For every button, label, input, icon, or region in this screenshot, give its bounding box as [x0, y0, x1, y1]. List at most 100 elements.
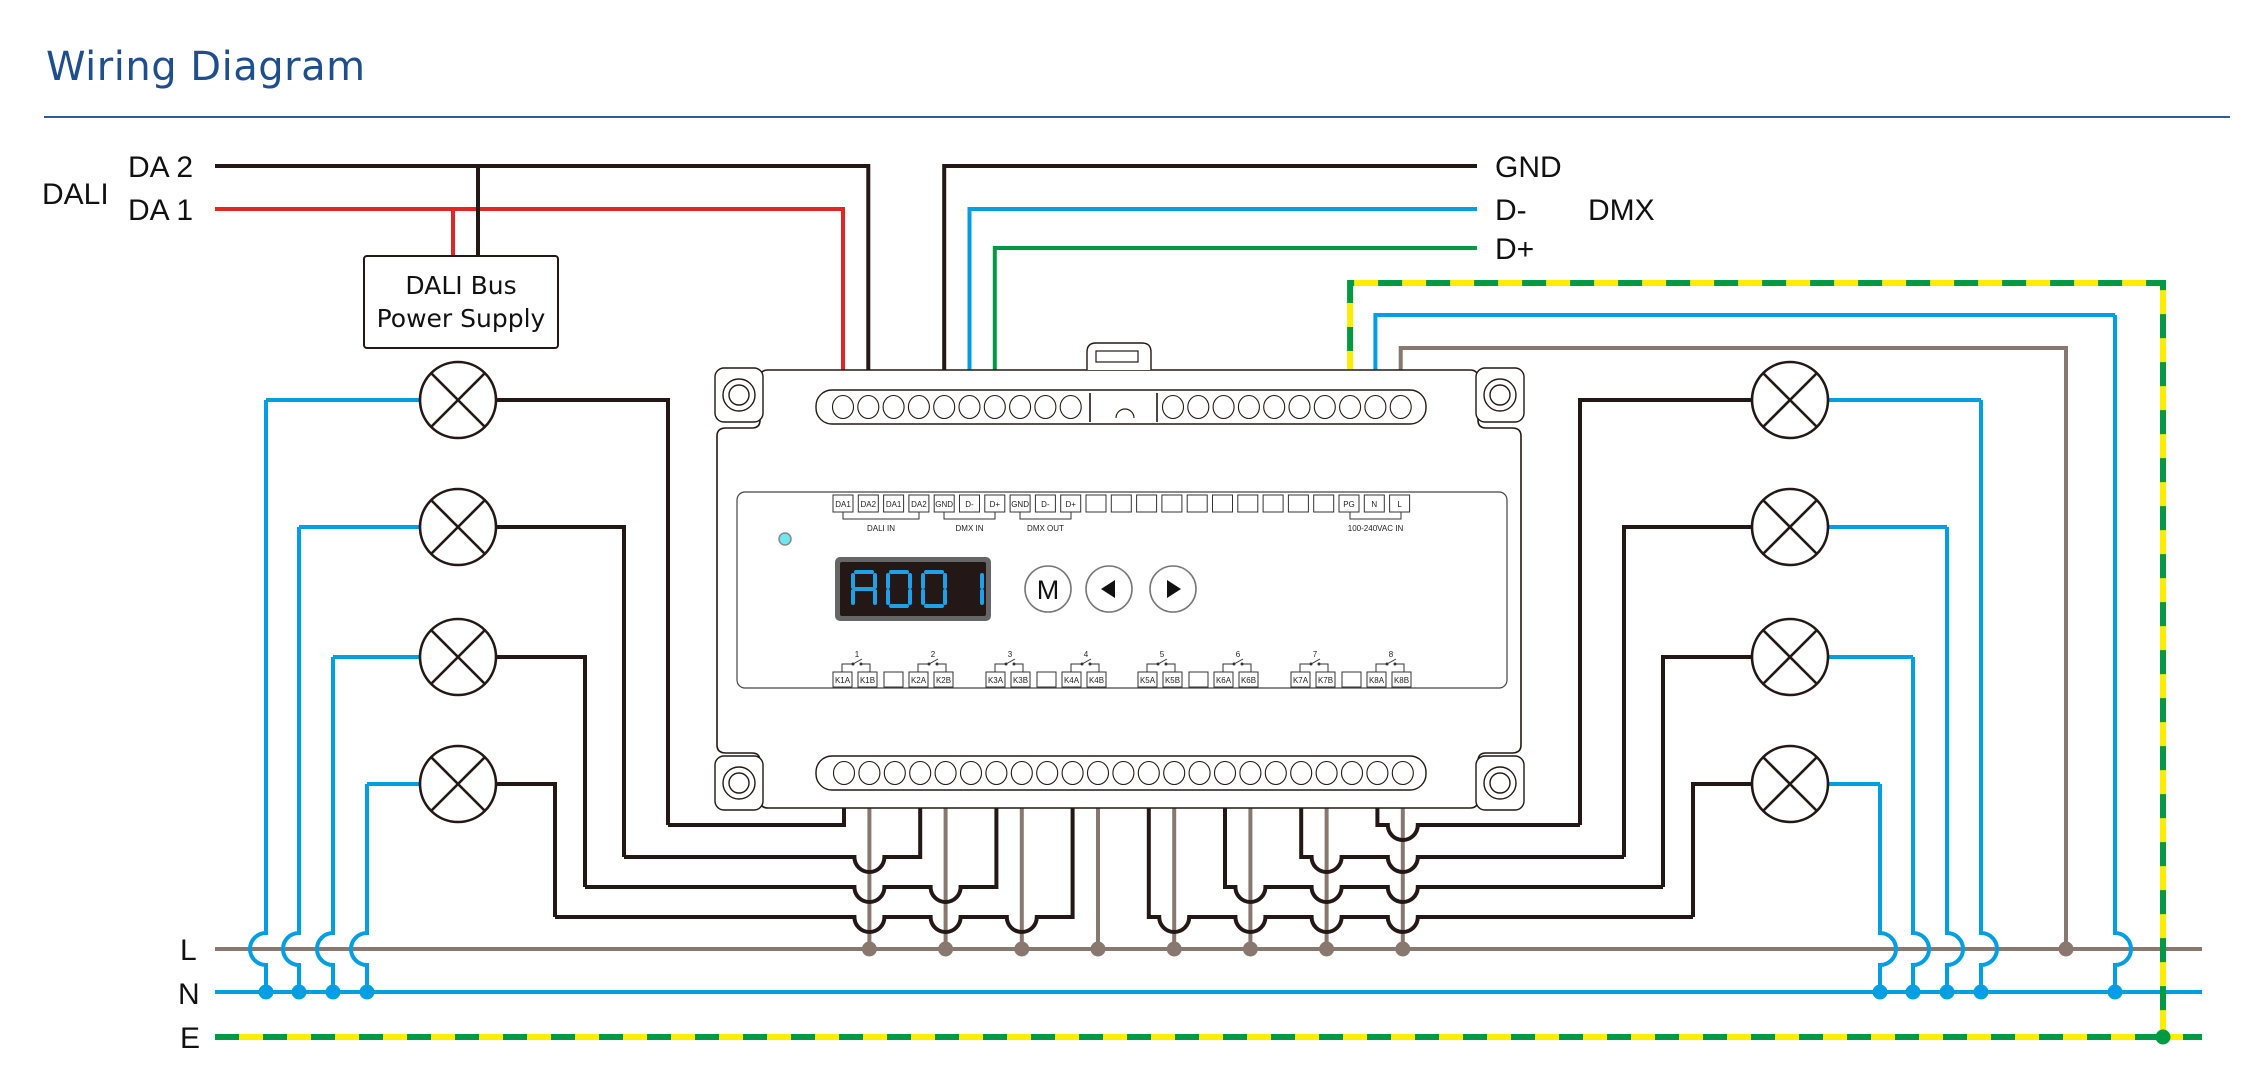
status-led	[778, 532, 792, 546]
button-label: M	[1037, 575, 1060, 605]
left-lamp-2	[418, 487, 498, 567]
da2-wire	[215, 164, 871, 399]
terminal-label-text: D-	[965, 500, 974, 509]
relay-number: 5	[1160, 650, 1165, 659]
relay-3-common-dot	[1014, 941, 1030, 957]
relay-b-label: K7B	[1318, 676, 1333, 685]
relay-4-common-dot	[1090, 941, 1106, 957]
top-terminal-screw	[857, 394, 880, 420]
terminal-label-box	[883, 494, 905, 513]
terminal-label-text: GND	[1011, 500, 1029, 509]
bottom-terminal-screw	[1188, 760, 1211, 786]
da1-wire	[215, 207, 845, 399]
terminal-label-box	[1136, 494, 1158, 513]
bottom-terminal-screw	[1036, 760, 1059, 786]
top-terminal-screw	[1161, 394, 1185, 420]
relay-switch-icon	[917, 658, 947, 672]
relay-number: 7	[1313, 650, 1318, 659]
top-terminal-screw	[1009, 394, 1032, 420]
mains-n-label: N	[178, 978, 200, 1011]
bottom-terminal-screw	[1340, 760, 1364, 786]
screw-hole-outer	[1483, 378, 1517, 412]
bottom-terminal-screw	[1366, 760, 1389, 786]
dminus-wire	[967, 207, 1477, 399]
relay-contact	[1317, 662, 1321, 666]
relay-a-box	[908, 671, 929, 688]
left-lamp-2-live-a	[496, 525, 626, 857]
relay-b-label: K5B	[1165, 676, 1180, 685]
right-lamp-2-neutral-drop	[1945, 527, 1965, 992]
dali-power-supply-box	[363, 255, 559, 349]
relay-contact	[859, 662, 863, 666]
top-terminal-screw	[882, 394, 905, 420]
relay-1-common-dot	[861, 941, 877, 957]
dplus-wire	[992, 246, 1477, 399]
dmx-group-label: DMX	[1588, 194, 1655, 227]
top-terminal-screw	[831, 394, 855, 420]
bottom-terminal-screw	[858, 760, 881, 786]
left-button[interactable]	[1085, 565, 1133, 613]
wires-layer	[215, 164, 2202, 1045]
bottom-terminal-screw	[883, 760, 906, 786]
right-lamp-2-neutral-drop-dot	[1939, 984, 1955, 1000]
relay-a-box	[1290, 671, 1311, 688]
relay-contact	[851, 662, 855, 666]
top-terminal-screw	[1288, 394, 1311, 420]
bottom-terminal-screw	[1086, 760, 1110, 786]
relay-b-box	[1315, 671, 1336, 688]
psu-line1: DALI Bus	[405, 271, 516, 300]
relay-contact	[1309, 662, 1313, 666]
right-lamp-3	[1750, 617, 1830, 697]
relay-switch-icon	[1146, 658, 1176, 672]
n-input-drop	[2113, 315, 2133, 992]
relay-b-box	[933, 671, 954, 688]
relay-5-common-dot	[1166, 941, 1182, 957]
relay-contact	[1012, 662, 1016, 666]
relay-a-label: K8A	[1369, 676, 1385, 685]
relay-spacer-box	[1188, 671, 1209, 688]
dplus-label: D+	[1495, 233, 1534, 266]
left-lamp-4-neutral-drop	[349, 784, 369, 992]
relay-6-common-dot	[1242, 941, 1258, 957]
relay-number: 3	[1008, 650, 1013, 659]
right-lamp-4-neutral-drop	[1878, 784, 1898, 992]
ac-in-bracket	[1349, 512, 1402, 520]
relay-contact	[1240, 662, 1244, 666]
right-button[interactable]	[1149, 565, 1197, 613]
pe-wire-green	[1347, 280, 2166, 1037]
bottom-terminal-screw	[1163, 760, 1186, 786]
da1-label: DA 1	[128, 194, 193, 227]
relay-a-box	[1213, 671, 1234, 688]
relay-a-box	[832, 671, 853, 688]
dmx-out-label: DMX OUT	[1027, 524, 1064, 533]
dali-group-label: DALI	[42, 178, 109, 211]
menu-button[interactable]: M	[1024, 565, 1072, 613]
terminal-label-box	[1389, 494, 1411, 513]
mounting-ear	[714, 755, 764, 811]
terminal-label-box	[1313, 494, 1335, 513]
bottom-terminal-screw	[985, 760, 1008, 786]
relay-contact	[1164, 662, 1168, 666]
lamp-cross-b	[430, 756, 486, 812]
right-lamp-4-neutral-drop-dot	[1872, 984, 1888, 1000]
psu-line2: Power Supply	[377, 304, 546, 333]
relay-contact	[1232, 662, 1236, 666]
relay-a-box	[1061, 671, 1082, 688]
left-lamp-1-neutral-drop	[248, 400, 268, 992]
relay-number: 8	[1389, 650, 1394, 659]
relay-spacer-box	[1036, 671, 1057, 688]
dali-in-label: DALI IN	[867, 524, 895, 533]
relay-switch-icon	[1070, 658, 1100, 672]
right-lamp-3-neutral-drop	[1911, 657, 1931, 992]
screw-hole-outer	[722, 766, 756, 800]
right-lamp-1	[1750, 360, 1830, 440]
left-lamp-3-live-a	[496, 655, 587, 887]
right-lamp-1-neutral-drop-dot	[1973, 984, 1989, 1000]
top-terminal-screw	[958, 394, 981, 420]
left-lamp-3-neutral-drop-dot	[325, 984, 341, 1000]
terminal-label-box	[857, 494, 879, 513]
page-title: Wiring Diagram	[46, 44, 366, 90]
bottom-terminal-screw	[832, 760, 856, 786]
